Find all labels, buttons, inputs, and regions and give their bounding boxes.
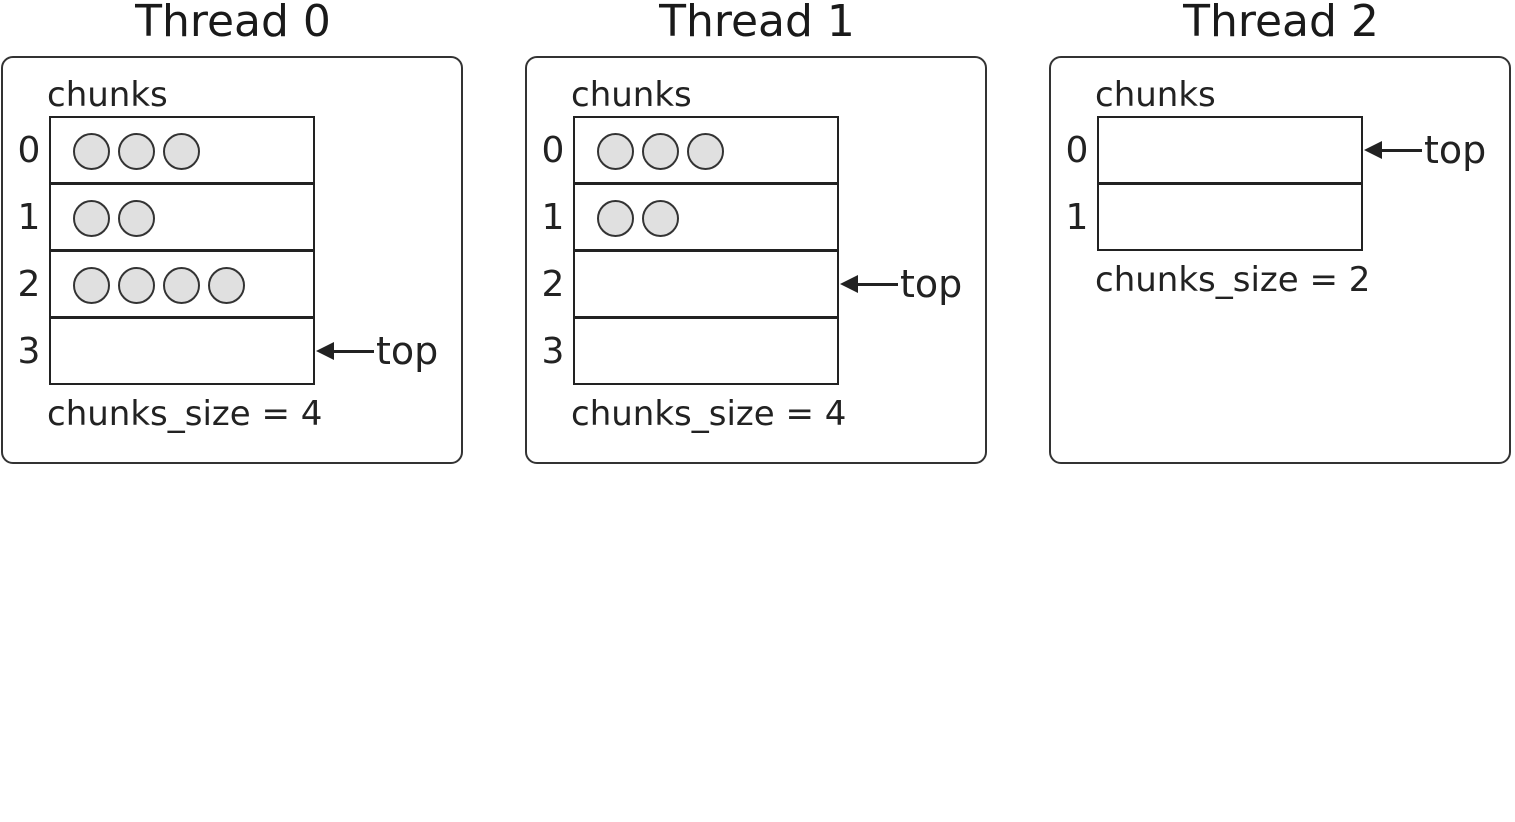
chunk-index: 0	[541, 129, 565, 171]
chunk-index: 1	[17, 196, 41, 238]
chunk-slot-0: 0	[1066, 116, 1363, 184]
work-item	[118, 200, 155, 237]
work-item	[73, 133, 110, 170]
arrow-left-icon	[840, 275, 858, 293]
arrow-shaft	[858, 282, 898, 286]
work-item	[163, 133, 200, 170]
top-label: top	[1424, 128, 1487, 172]
arrow-left-icon	[316, 342, 334, 360]
arrow-shaft	[1382, 148, 1422, 152]
top-pointer: top	[316, 331, 438, 371]
chunk-index: 0	[17, 129, 41, 171]
chunks-size-label: chunks_size = 4	[571, 394, 847, 434]
chunk-slot-0: 0	[18, 116, 315, 184]
work-item	[642, 200, 679, 237]
work-item	[73, 200, 110, 237]
thread-box	[1, 56, 463, 464]
thread-title: Thread 2	[1183, 0, 1379, 47]
arrow-shaft	[334, 349, 374, 353]
work-item	[642, 133, 679, 170]
work-item	[597, 133, 634, 170]
thread-box	[525, 56, 987, 464]
chunk-index: 3	[17, 330, 41, 372]
work-item	[118, 133, 155, 170]
chunk-slot-1: 1	[542, 183, 839, 251]
arrow-left-icon	[1364, 141, 1382, 159]
chunk-slot-1: 1	[18, 183, 315, 251]
chunk-slot-2: 2	[542, 250, 839, 318]
chunk-index: 1	[541, 196, 565, 238]
chunk-index: 1	[1065, 196, 1089, 238]
thread-panel-2: Thread 2 chunks 0 1 top chunks_size = 2	[1048, 0, 1514, 470]
top-label: top	[376, 329, 439, 373]
chunk-slot-0: 0	[542, 116, 839, 184]
thread-panel-1: Thread 1 chunks 0 1 2 3 top chunks_size = 4	[524, 0, 990, 470]
work-item	[597, 200, 634, 237]
work-item	[687, 133, 724, 170]
thread-title: Thread 0	[135, 0, 331, 47]
chunks-label: chunks	[571, 75, 692, 115]
work-item	[73, 267, 110, 304]
thread-box	[1049, 56, 1511, 464]
top-label: top	[900, 262, 963, 306]
chunks-size-label: chunks_size = 2	[1095, 260, 1371, 300]
thread-panel-0: Thread 0 chunks 0 1 2 3 top chunks_size = 4	[0, 0, 466, 470]
chunks-label: chunks	[47, 75, 168, 115]
chunks-label: chunks	[1095, 75, 1216, 115]
work-item	[118, 267, 155, 304]
chunk-index: 3	[541, 330, 565, 372]
top-pointer: top	[1364, 130, 1486, 170]
work-item	[208, 267, 245, 304]
chunk-index: 0	[1065, 129, 1089, 171]
top-pointer: top	[840, 264, 962, 304]
chunk-slot-1: 1	[1066, 183, 1363, 251]
work-item	[163, 267, 200, 304]
chunk-index: 2	[541, 263, 565, 305]
chunks-size-label: chunks_size = 4	[47, 394, 323, 434]
chunk-slot-3: 3	[542, 317, 839, 385]
thread-title: Thread 1	[659, 0, 855, 47]
chunk-slot-2: 2	[18, 250, 315, 318]
chunk-index: 2	[17, 263, 41, 305]
chunk-slot-3: 3	[18, 317, 315, 385]
